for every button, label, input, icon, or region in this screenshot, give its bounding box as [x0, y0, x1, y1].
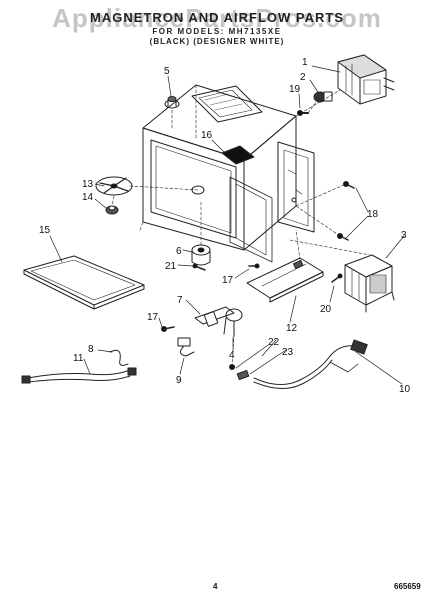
callout-3: 3: [401, 230, 407, 241]
part-14-fan-nut: [105, 205, 119, 215]
leader-lines: [49, 65, 405, 385]
callout-4: 4: [229, 350, 235, 361]
part-10-power-cord: [253, 339, 368, 389]
waveguide-cover: [191, 85, 263, 123]
callout-8: 8: [88, 344, 94, 355]
callout-11: 11: [73, 353, 84, 364]
part-16-cover-plate: [221, 145, 255, 165]
callout-23: 23: [282, 347, 294, 358]
callout-20: 20: [320, 304, 332, 315]
callout-17-upper: 17: [222, 275, 234, 286]
part-20-screw: [331, 273, 343, 283]
watermark: AppliancePartsPros.com: [52, 3, 382, 33]
part-8-wire-connector: [109, 349, 129, 366]
callout-6: 6: [176, 246, 182, 257]
part-11-wire-harness: [21, 367, 137, 384]
callout-9: 9: [176, 375, 182, 386]
part-17-screw-lower: [161, 326, 175, 332]
part-18-screws: [337, 181, 355, 241]
callout-13: 13: [82, 179, 94, 190]
part-23-fuse-holder: [236, 369, 250, 381]
part-3-transformer: [344, 254, 395, 313]
callout-15: 15: [39, 225, 51, 236]
callout-2: 2: [300, 72, 306, 83]
part-1-magnetron: [337, 54, 395, 105]
document-code: 665659: [394, 582, 421, 591]
part-5-fan-hub: [164, 96, 180, 109]
part-12-bracket: [246, 257, 324, 303]
part-2-thermal-cutout: [313, 91, 333, 103]
callout-19: 19: [289, 84, 301, 95]
part-7-capacitor: [194, 306, 235, 327]
page-number: 4: [213, 582, 218, 591]
callout-12: 12: [286, 323, 298, 334]
variant-line: (BLACK) (DESIGNER WHITE): [149, 37, 285, 46]
callout-16: 16: [201, 130, 213, 141]
callout-1: 1: [302, 57, 308, 68]
part-6-motor: [191, 244, 211, 266]
part-17-screw-upper: [248, 263, 260, 269]
callout-18: 18: [367, 209, 379, 220]
callout-21: 21: [165, 261, 177, 272]
callout-10: 10: [399, 384, 411, 395]
part-13-fan-blade: [95, 176, 133, 196]
callout-22: 22: [268, 337, 280, 348]
side-panel: [277, 141, 315, 233]
model-line: FOR MODELS: MH7135XE: [152, 27, 282, 36]
part-15-filter-panel: [23, 255, 145, 310]
callout-17-lower: 17: [147, 312, 159, 323]
part-4-diode: [223, 308, 243, 337]
callout-labels: 1 2 19 5 16 13 14 15 6 21 17 18 3 20 12 …: [39, 57, 411, 395]
part-19-screw: [297, 110, 309, 116]
cavity-frame: [142, 84, 297, 263]
callout-5: 5: [164, 66, 170, 77]
callout-7: 7: [177, 295, 183, 306]
callout-14: 14: [82, 192, 94, 203]
part-9-sensor: [177, 337, 195, 357]
assembly-lines: [111, 89, 371, 368]
diagram-title: MAGNETRON AND AIRFLOW PARTS: [90, 10, 344, 25]
